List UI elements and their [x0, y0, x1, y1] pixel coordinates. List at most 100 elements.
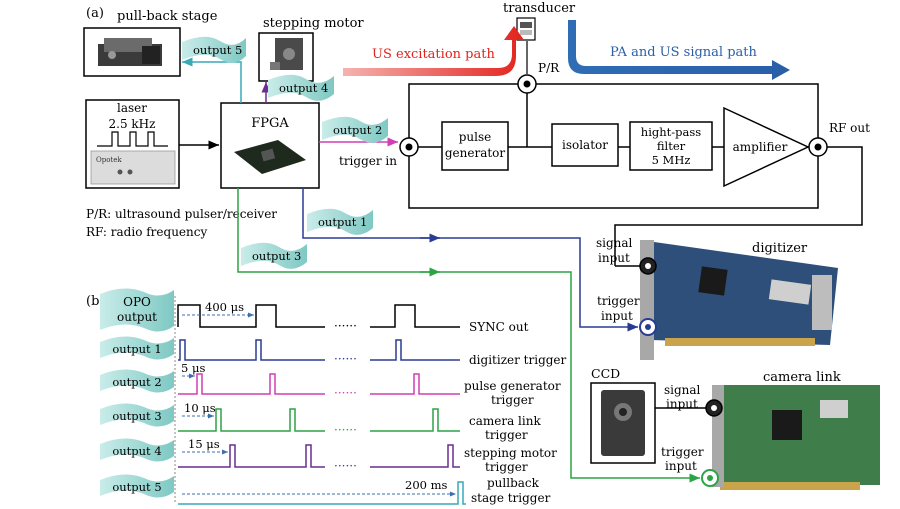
us-excitation-label: US excitation path	[372, 47, 495, 62]
svg-text:trigger: trigger	[491, 393, 534, 407]
trigger-in-label: trigger in	[339, 154, 397, 168]
ccd-camera-image	[590, 382, 656, 464]
timing-output3-flag: output 3	[100, 403, 174, 427]
digitizer-card-image	[640, 240, 838, 360]
rf-out-connector	[808, 137, 828, 157]
stepping-motor-image	[258, 32, 314, 82]
svg-text:output 3: output 3	[112, 409, 161, 423]
trigger-in-connector	[399, 137, 419, 157]
sync-out-waveform	[177, 304, 460, 328]
pr-label: P/R	[538, 61, 560, 75]
legend-pr: P/R: ultrasound pulser/receiver	[86, 207, 277, 221]
ellipsis-sync: ······	[334, 319, 357, 333]
output3-wire	[237, 188, 700, 483]
svg-text:output 2: output 2	[112, 375, 161, 389]
timing-output4-flag: output 4	[100, 438, 174, 462]
pullback-stage-label: pull-back stage	[117, 9, 218, 24]
camera-link-label: camera link	[763, 370, 841, 385]
ellipsis-stepping: ······	[334, 459, 357, 473]
fpga-box: FPGA	[220, 102, 320, 189]
timing-output1-flag: output 1	[100, 336, 174, 360]
output3-flag: output 3	[241, 242, 307, 269]
opo-output-flag: OPO output	[100, 288, 174, 332]
digitizer-label: digitizer	[752, 241, 808, 256]
svg-text:Opotek: Opotek	[96, 156, 122, 164]
panel-b-label: (b)	[86, 294, 104, 309]
laser-box: laser 2.5 kHz Opotek	[85, 99, 180, 189]
camera-trigger-input-label: trigger	[661, 445, 704, 459]
output1-flag: output 1	[307, 208, 373, 235]
camera-signal-connector	[705, 399, 723, 417]
transducer-icon	[516, 17, 536, 41]
timing-output5-flag: output 5	[100, 474, 174, 498]
high-pass-filter-box: hight-pass filter 5 MHz	[629, 121, 713, 171]
digitizer-trigger-connector	[639, 318, 657, 336]
ellipsis-pulse: ······	[334, 386, 357, 400]
svg-text:input: input	[666, 397, 698, 411]
pa-us-signal-label: PA and US signal path	[610, 45, 758, 60]
digitizer-trigger-input-label: trigger	[597, 294, 640, 308]
svg-text:trigger: trigger	[485, 460, 528, 474]
svg-text:isolator: isolator	[562, 138, 608, 152]
ellipsis-camera: ······	[334, 423, 357, 437]
svg-text:output 5: output 5	[193, 43, 242, 57]
sync-out-label: SYNC out	[469, 320, 529, 334]
camera-link-card-image	[712, 385, 880, 490]
svg-text:amplifier: amplifier	[733, 140, 788, 154]
legend-rf: RF: radio frequency	[86, 225, 207, 239]
delay-400us-label: 400 μs	[205, 300, 244, 314]
svg-text:output 5: output 5	[112, 480, 161, 494]
digitizer-signal-connector	[639, 257, 657, 275]
pulse-generator-box: pulse generator	[441, 121, 509, 171]
amplifier-triangle: amplifier	[723, 106, 810, 188]
rf-out-wire	[614, 146, 863, 232]
stepping-motor-trigger-label: stepping motor	[464, 446, 557, 460]
svg-text:filter: filter	[657, 139, 686, 153]
delay-10us-label: 10 μs	[184, 401, 216, 415]
svg-text:output 1: output 1	[318, 215, 367, 229]
svg-text:input: input	[665, 459, 697, 473]
output5-wire	[182, 57, 242, 103]
delay-5us-label: 5 μs	[181, 361, 205, 375]
output4-flag: output 4	[268, 74, 334, 101]
svg-text:trigger: trigger	[485, 428, 528, 442]
svg-text:OPO: OPO	[123, 295, 151, 309]
camera-link-trigger-label: camera link	[469, 414, 541, 428]
svg-text:5 MHz: 5 MHz	[652, 153, 691, 167]
svg-text:output 4: output 4	[279, 81, 328, 95]
output2-flag: output 2	[322, 116, 388, 143]
svg-text:input: input	[598, 251, 630, 265]
transducer-label: transducer	[503, 1, 576, 16]
pullback-stage-trigger-waveform	[178, 481, 466, 505]
pulse-generator-trigger-label: pulse generator	[464, 379, 561, 393]
rf-out-label: RF out	[829, 121, 870, 135]
ellipsis-digitizer: ······	[334, 352, 357, 366]
camera-trigger-connector	[701, 469, 719, 487]
svg-text:output 2: output 2	[333, 123, 382, 137]
svg-text:output: output	[117, 310, 157, 324]
svg-text:hight-pass: hight-pass	[641, 125, 701, 139]
svg-text:output 1: output 1	[112, 342, 161, 356]
us-excitation-arrow	[343, 26, 524, 76]
output1-wire	[302, 188, 638, 332]
svg-text:output 3: output 3	[252, 249, 301, 263]
output5-flag: output 5	[182, 36, 246, 63]
svg-text:pulse: pulse	[459, 130, 492, 144]
delay-200ms-label: 200 ms	[405, 478, 448, 492]
pullback-stage-image	[83, 27, 181, 77]
ccd-label: CCD	[591, 366, 620, 381]
stepping-motor-label: stepping motor	[263, 16, 364, 31]
fpga-label: FPGA	[251, 116, 289, 131]
svg-text:output 4: output 4	[112, 444, 161, 458]
delay-15us-label: 15 μs	[188, 437, 220, 451]
svg-text:stage trigger: stage trigger	[471, 491, 551, 505]
laser-frequency: 2.5 kHz	[109, 117, 156, 131]
stepping-motor-trigger-waveform	[178, 444, 460, 468]
pulse-generator-trigger-waveform	[178, 373, 460, 395]
laser-label: laser	[117, 101, 147, 115]
svg-text:input: input	[601, 309, 633, 323]
camera-signal-input-label: signal	[664, 383, 701, 397]
pr-connector	[517, 74, 537, 94]
digitizer-trigger-label: digitizer trigger	[469, 353, 567, 367]
